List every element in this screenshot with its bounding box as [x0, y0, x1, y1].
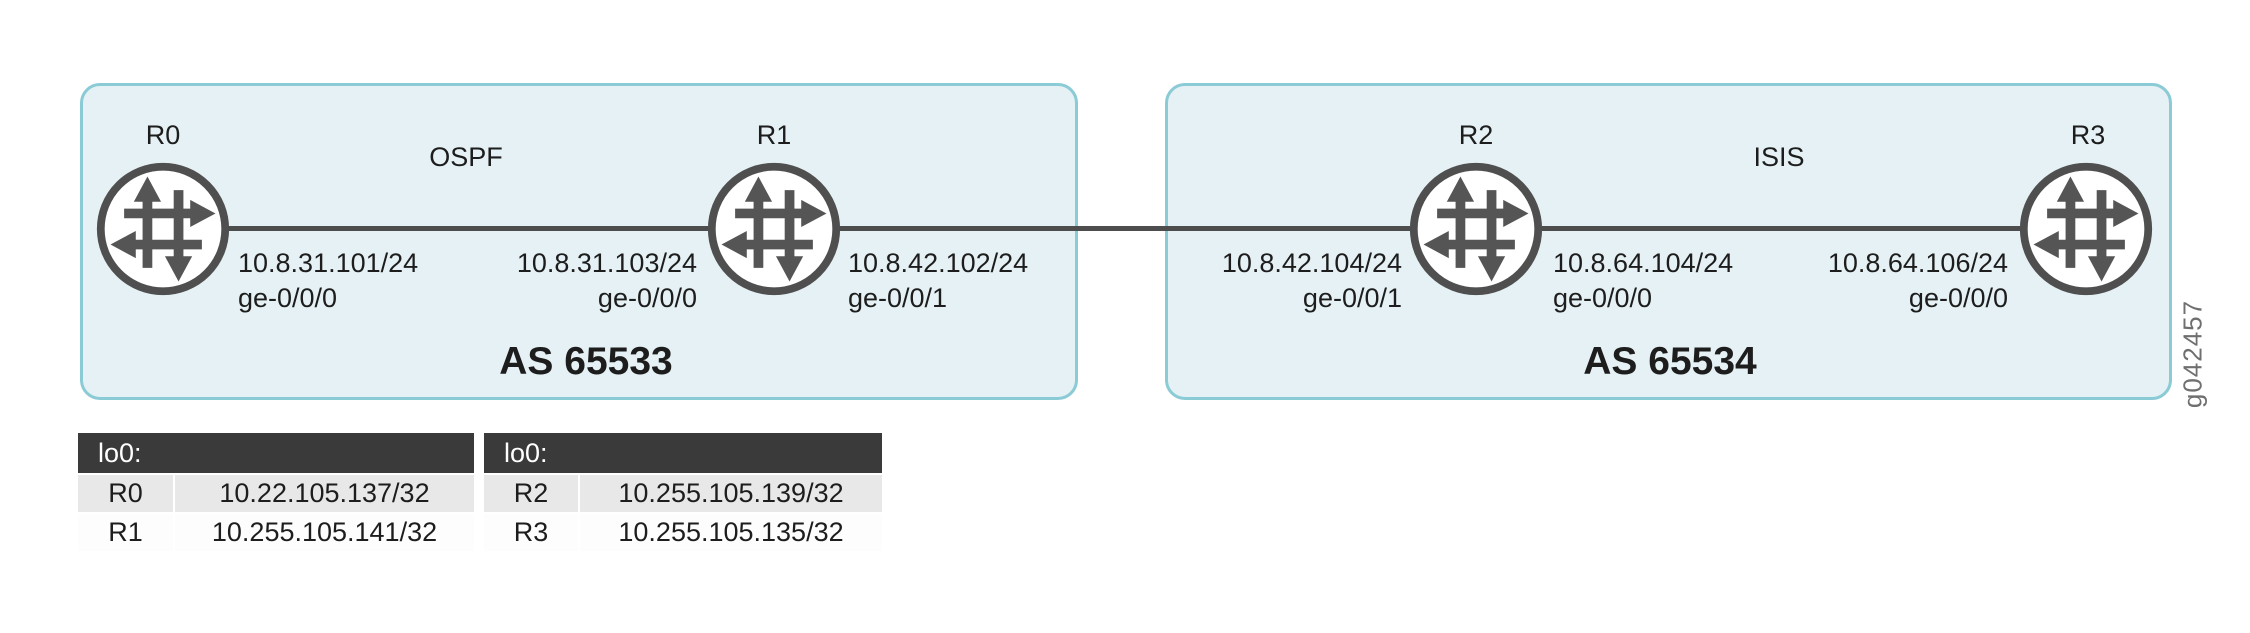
- router-label-r2: R2: [1458, 120, 1494, 150]
- router-icon-r0: [93, 159, 233, 299]
- router-label-r0: R0: [145, 120, 181, 150]
- interface-name: ge-0/0/0: [597, 283, 697, 313]
- interface-label-r2-ge001: 10.8.42.104/24 ge-0/0/1: [1222, 246, 1402, 316]
- router-name-cell: R1: [78, 514, 173, 551]
- table-row: R0 10.22.105.137/32: [78, 475, 474, 512]
- ip-address: 10.8.42.102/24: [848, 248, 1029, 278]
- router-icon-r1: [704, 159, 844, 299]
- router-name-cell: R2: [484, 475, 578, 512]
- ip-address: 10.8.42.104/24: [1221, 248, 1402, 278]
- loopback-table-r2-r3: lo0: R2 10.255.105.139/32 R3 10.255.105.…: [484, 433, 882, 551]
- figure-id-label: g042457: [2177, 299, 2208, 409]
- juniper-router-icon: [707, 162, 841, 296]
- interface-name: ge-0/0/1: [848, 283, 948, 313]
- router-icon-r3: [2016, 159, 2156, 299]
- interface-name: ge-0/0/0: [238, 283, 338, 313]
- loopback-ip-cell: 10.255.105.135/32: [580, 514, 882, 551]
- ip-address: 10.8.64.106/24: [1827, 248, 2008, 278]
- as-number-label-65533: AS 65533: [499, 340, 673, 383]
- router-icon-r2: [1406, 159, 1546, 299]
- router-label-r1: R1: [756, 120, 792, 150]
- as-box-65534: [1165, 83, 2172, 400]
- loopback-ip-cell: 10.255.105.139/32: [580, 475, 882, 512]
- interface-name: ge-0/0/1: [1302, 283, 1402, 313]
- router-name-cell: R0: [78, 475, 173, 512]
- interface-label-r1-ge000: 10.8.31.103/24 ge-0/0/0: [517, 246, 697, 316]
- ip-address: 10.8.31.103/24: [516, 248, 697, 278]
- loopback-table-r0-r1: lo0: R0 10.22.105.137/32 R1 10.255.105.1…: [78, 433, 474, 551]
- interface-name: ge-0/0/0: [1553, 283, 1653, 313]
- table-row: R2 10.255.105.139/32: [484, 475, 882, 512]
- juniper-router-icon: [96, 162, 230, 296]
- table-row: R1 10.255.105.141/32: [78, 514, 474, 551]
- interface-name: ge-0/0/0: [1908, 283, 2008, 313]
- juniper-router-icon: [1409, 162, 1543, 296]
- interface-label-r1-ge001: 10.8.42.102/24 ge-0/0/1: [848, 246, 1028, 316]
- protocol-label-ospf: OSPF: [429, 142, 503, 172]
- ip-address: 10.8.31.101/24: [238, 248, 419, 278]
- ip-address: 10.8.64.104/24: [1553, 248, 1734, 278]
- protocol-label-isis: ISIS: [1753, 142, 1805, 172]
- interface-label-r3-ge000: 10.8.64.106/24 ge-0/0/0: [1828, 246, 2008, 316]
- as-box-65533: [80, 83, 1078, 400]
- loopback-ip-cell: 10.255.105.141/32: [175, 514, 474, 551]
- table-header: lo0:: [78, 433, 474, 473]
- interface-label-r2-ge000: 10.8.64.104/24 ge-0/0/0: [1553, 246, 1733, 316]
- juniper-router-icon: [2019, 162, 2153, 296]
- as-number-label-65534: AS 65534: [1583, 340, 1757, 383]
- table-row: R3 10.255.105.135/32: [484, 514, 882, 551]
- router-label-r3: R3: [2070, 120, 2106, 150]
- table-header: lo0:: [484, 433, 882, 473]
- interface-label-r0-ge000: 10.8.31.101/24 ge-0/0/0: [238, 246, 418, 316]
- link-line: [163, 226, 2086, 231]
- router-name-cell: R3: [484, 514, 578, 551]
- loopback-ip-cell: 10.22.105.137/32: [175, 475, 474, 512]
